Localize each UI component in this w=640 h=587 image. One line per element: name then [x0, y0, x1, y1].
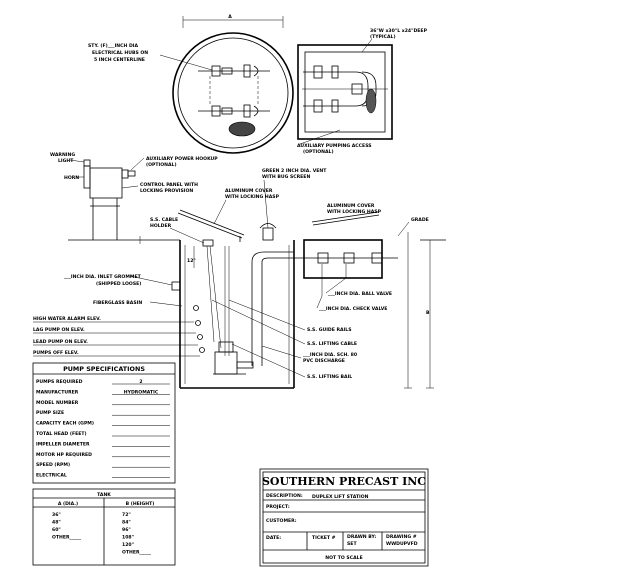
company-name: SOUTHERN PRECAST INC: [262, 475, 426, 488]
lag-pump-label: LAG PUMP ON ELEV.: [33, 327, 85, 333]
high-water-label: HIGH WATER ALARM ELEV.: [33, 316, 101, 322]
tank-a-value: 36": [52, 512, 61, 518]
dim-b-label: B: [426, 310, 430, 316]
spec-row-value: HYDROMATIC: [124, 389, 159, 395]
lead-pump-label: LEAD PUMP ON ELEV.: [33, 339, 88, 345]
horn-label: HORN: [64, 175, 79, 181]
spec-row-label: PUMPS REQUIRED: [36, 379, 83, 385]
valve-box-section: [294, 211, 398, 296]
spec-row-label: TOTAL HEAD (FEET): [36, 431, 87, 437]
date-label: DATE:: [266, 535, 281, 541]
drawing-number-label: DRAWING # WWDUPVFD: [386, 534, 418, 547]
drawn-by-label: DRAWN BY: SET: [347, 534, 378, 547]
dim-a-label: A: [228, 14, 232, 20]
valve-box-note: 36"W x30"L x24"DEEP (TYPICAL): [370, 28, 429, 40]
top-view-basin: A: [172, 14, 294, 154]
spec-row-label: MODEL NUMBER: [36, 400, 79, 406]
spec-row-label: MANUFACTURER: [36, 389, 79, 395]
spec-row-label: PUMP SIZE: [36, 410, 64, 416]
title-block: SOUTHERN PRECAST INC DESCRIPTION: DUPLEX…: [259, 468, 429, 567]
aux-access-note: AUXILIARY PUMPING ACCESS (OPTIONAL): [297, 143, 373, 155]
grade-label: GRADE: [411, 217, 429, 223]
control-panel: [83, 159, 136, 240]
guide-rails-label: S.S. GUIDE RAILS: [307, 327, 352, 333]
customer-label: CUSTOMER:: [266, 518, 297, 524]
vent-label: GREEN 2 INCH DIA. VENT WITH BUG SCREEN: [262, 168, 328, 180]
pump-spec-table: PUMP SPECIFICATIONS PUMPS REQUIRED 2MANUF…: [32, 362, 176, 484]
spec-row-value: 2: [139, 379, 142, 385]
spec-row-label: ELECTRICAL: [36, 473, 67, 479]
hub-note: STY. (F)___INCH DIA ELECTRICAL HUBS ON 5…: [88, 43, 150, 63]
discharge-label: ___INCH DIA. SCH. 80 PVC DISCHARGE: [303, 352, 359, 364]
cable-holder-label: S.S. CABLE HOLDER: [150, 217, 180, 229]
inlet-grommet-label: ___INCH DIA. INLET GROMMET (SHIPPED LOOS…: [64, 274, 142, 287]
tank-b-value: 96": [122, 527, 131, 533]
tank-a-value: 60": [52, 527, 61, 533]
tank-b-value: 120": [122, 542, 134, 548]
tank-a-value: OTHER_____: [52, 535, 82, 541]
control-panel-label: CONTROL PANEL WITH LOCKING PROVISION: [140, 182, 200, 194]
dim-12-label: 12": [187, 258, 196, 264]
tank-a-value: 48": [52, 520, 61, 526]
spec-row-label: CAPACITY EACH (GPM): [36, 421, 94, 427]
tank-b-value: 84": [122, 520, 131, 526]
spec-row-label: IMPELLER DIAMETER: [36, 441, 90, 447]
lifting-bail-label: S.S. LIFTING BAIL: [307, 374, 352, 380]
spec-row-label: MOTOR HP REQUIRED: [36, 452, 92, 458]
tank-title: TANK: [97, 492, 111, 498]
description-value: DUPLEX LIFT STATION: [312, 494, 369, 500]
pump-spec-title: PUMP SPECIFICATIONS: [63, 365, 145, 373]
spec-row-label: SPEED (RPM): [36, 462, 70, 468]
cover-left-label: ALUMINUM COVER WITH LOCKING HASP: [225, 188, 280, 200]
lifting-cable-label: S.S. LIFTING CABLE: [307, 341, 357, 347]
ticket-label: TICKET #: [312, 535, 336, 541]
tank-col-a: A (DIA.): [58, 501, 78, 507]
top-view-valve-box: [297, 44, 393, 140]
tank-col-b: B (HEIGHT): [126, 501, 155, 507]
warning-light-label: WARNING LIGHT: [50, 152, 77, 164]
aux-power-label: AUXILIARY POWER HOOKUP (OPTIONAL): [146, 156, 219, 168]
description-label: DESCRIPTION:: [266, 493, 303, 499]
scale-label: NOT TO SCALE: [325, 555, 362, 561]
fiberglass-basin-label: FIBERGLASS BASIN: [93, 300, 142, 306]
tank-b-value: OTHER_____: [122, 550, 152, 556]
ball-valve-label: ___INCH DIA. BALL VALVE: [328, 291, 392, 297]
cover-right-label: ALUMINUM COVER WITH LOCKING HASP: [327, 203, 382, 215]
project-label: PROJECT:: [266, 504, 290, 510]
wet-well-section: [177, 209, 295, 389]
tank-b-value: 108": [122, 535, 134, 541]
pumps-off-label: PUMPS OFF ELEV.: [33, 350, 79, 356]
tank-b-value: 72": [122, 512, 131, 518]
check-valve-label: ___INCH DIA. CHECK VALVE: [319, 306, 387, 312]
tank-table: TANK A (DIA.) B (HEIGHT) 36" 48"60" OTHER_…: [32, 488, 176, 566]
